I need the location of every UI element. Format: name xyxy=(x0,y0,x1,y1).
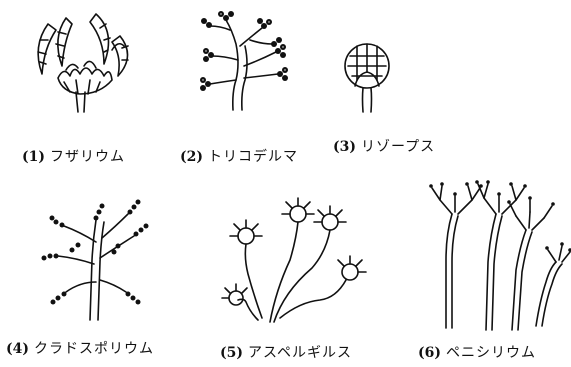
caption-trichoderma: (2) トリコデルマ xyxy=(180,146,298,166)
caption-penicillium: (6) ペニシリウム xyxy=(418,342,536,362)
caption-label: フザリウム xyxy=(50,149,125,165)
caption-number: (6) xyxy=(418,345,441,361)
caption-fusarium: (1) フザリウム xyxy=(22,146,125,166)
caption-number: (4) xyxy=(6,341,29,357)
caption-number: (1) xyxy=(22,149,45,165)
fusarium-drawing xyxy=(38,14,128,112)
trichoderma-drawing xyxy=(200,11,288,110)
caption-label: アスペルギルス xyxy=(248,345,352,361)
cladosporium-drawing xyxy=(42,200,149,321)
caption-rhizopus: (3) リゾープス xyxy=(333,136,435,156)
caption-number: (2) xyxy=(180,149,203,165)
aspergillus-drawing xyxy=(222,198,366,322)
caption-label: リゾープス xyxy=(361,139,435,155)
rhizopus-drawing xyxy=(345,44,389,112)
caption-label: トリコデルマ xyxy=(208,149,298,165)
caption-aspergillus: (5) アスペルギルス xyxy=(220,342,352,362)
penicillium-drawing xyxy=(429,180,571,330)
caption-label: クラドスポリウム xyxy=(34,341,154,357)
caption-number: (3) xyxy=(333,139,356,155)
caption-cladosporium: (4) クラドスポリウム xyxy=(6,338,154,358)
caption-number: (5) xyxy=(220,345,243,361)
caption-label: ペニシリウム xyxy=(446,345,536,361)
